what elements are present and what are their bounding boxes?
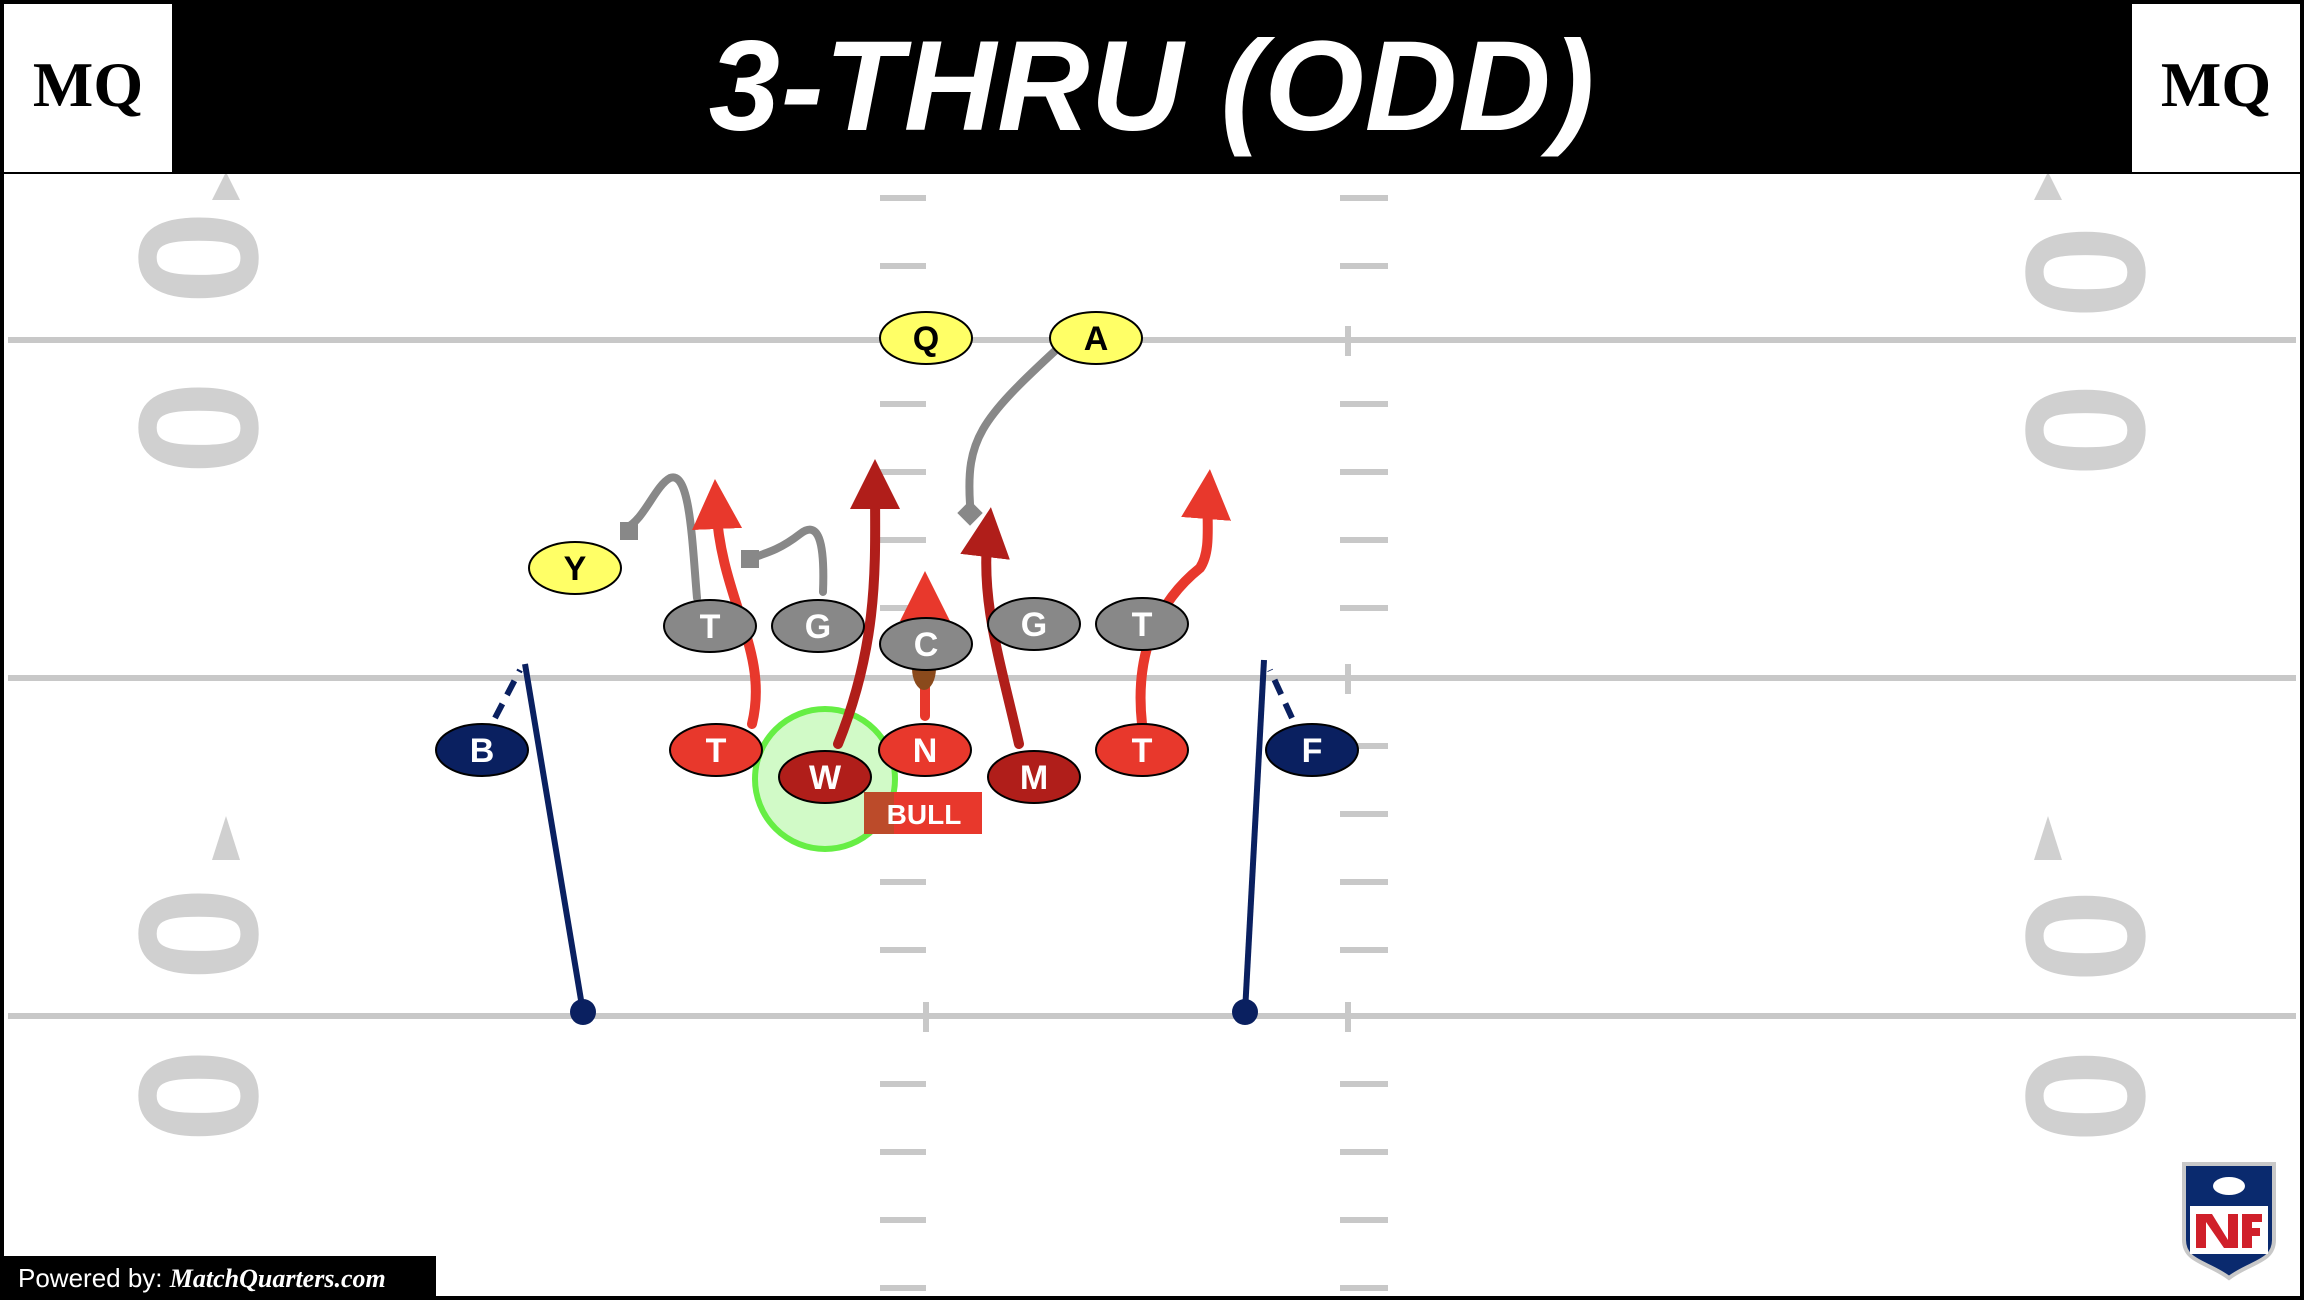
player-label: W: [809, 759, 842, 797]
player-b-corner[interactable]: B: [435, 723, 529, 777]
yard-number: 0: [1991, 1049, 2181, 1144]
player-right-tackle[interactable]: T: [1095, 597, 1189, 651]
coverage-lines: [492, 659, 1295, 1025]
hash-marks: [880, 195, 1388, 1291]
footer-site[interactable]: MatchQuarters.com: [169, 1264, 386, 1293]
yard-number: 0: [103, 211, 293, 306]
player-label: T: [1132, 606, 1153, 644]
yard-lines: [8, 337, 2296, 1019]
player-f-safety[interactable]: F: [1265, 723, 1359, 777]
player-label: N: [913, 732, 938, 770]
player-m-linebacker[interactable]: M: [987, 750, 1081, 804]
player-right-guard[interactable]: G: [987, 597, 1081, 651]
player-qb[interactable]: Q: [879, 311, 973, 365]
yard-number: 0: [1991, 383, 2181, 478]
player-label: B: [470, 732, 495, 770]
yard-numbers: 0 0 0 0 0 0 0 0: [103, 211, 2181, 1144]
player-y-receiver[interactable]: Y: [528, 541, 622, 595]
player-label: G: [805, 608, 831, 646]
yard-number: 0: [103, 887, 293, 982]
defense-players: B T W N M T F: [435, 723, 1359, 804]
player-label: T: [706, 732, 727, 770]
player-label: C: [914, 626, 939, 664]
player-label: T: [1132, 732, 1153, 770]
footer-prefix: Powered by:: [18, 1263, 170, 1293]
bull-tag: BULL: [864, 792, 982, 834]
player-label: Y: [564, 550, 587, 588]
offense-players: Q A Y T G C G: [528, 311, 1189, 671]
yard-arrows: [212, 172, 2062, 860]
yard-number: 0: [1991, 889, 2181, 984]
logo-right: MQ: [2132, 4, 2300, 172]
yard-number: 0: [103, 381, 293, 476]
footer-bar: Powered by: MatchQuarters.com: [0, 1256, 436, 1300]
logo-text: MQ: [2160, 49, 2272, 120]
yard-number: 0: [1991, 225, 2181, 320]
player-label: G: [1021, 606, 1047, 644]
logo-left: MQ: [4, 4, 172, 172]
header-bar: [0, 0, 2304, 174]
player-left-tackle-def[interactable]: T: [669, 723, 763, 777]
player-label: T: [700, 608, 721, 646]
player-label: F: [1302, 732, 1323, 770]
player-w-linebacker[interactable]: W: [778, 750, 872, 804]
nfl-shield-icon: [2182, 1162, 2276, 1281]
player-left-guard[interactable]: G: [771, 599, 865, 653]
player-label: Q: [913, 320, 939, 358]
player-label: M: [1020, 759, 1048, 797]
play-title: 3-THRU (ODD): [708, 15, 1596, 158]
player-n-nose[interactable]: N: [878, 723, 972, 777]
player-label: A: [1084, 320, 1109, 358]
bull-tag-label: BULL: [887, 799, 962, 830]
yard-number: 0: [103, 1049, 293, 1144]
player-a-back[interactable]: A: [1049, 311, 1143, 365]
player-right-tackle-def[interactable]: T: [1095, 723, 1189, 777]
player-left-tackle[interactable]: T: [663, 599, 757, 653]
logo-text: MQ: [32, 49, 144, 120]
player-center[interactable]: C: [879, 617, 973, 671]
